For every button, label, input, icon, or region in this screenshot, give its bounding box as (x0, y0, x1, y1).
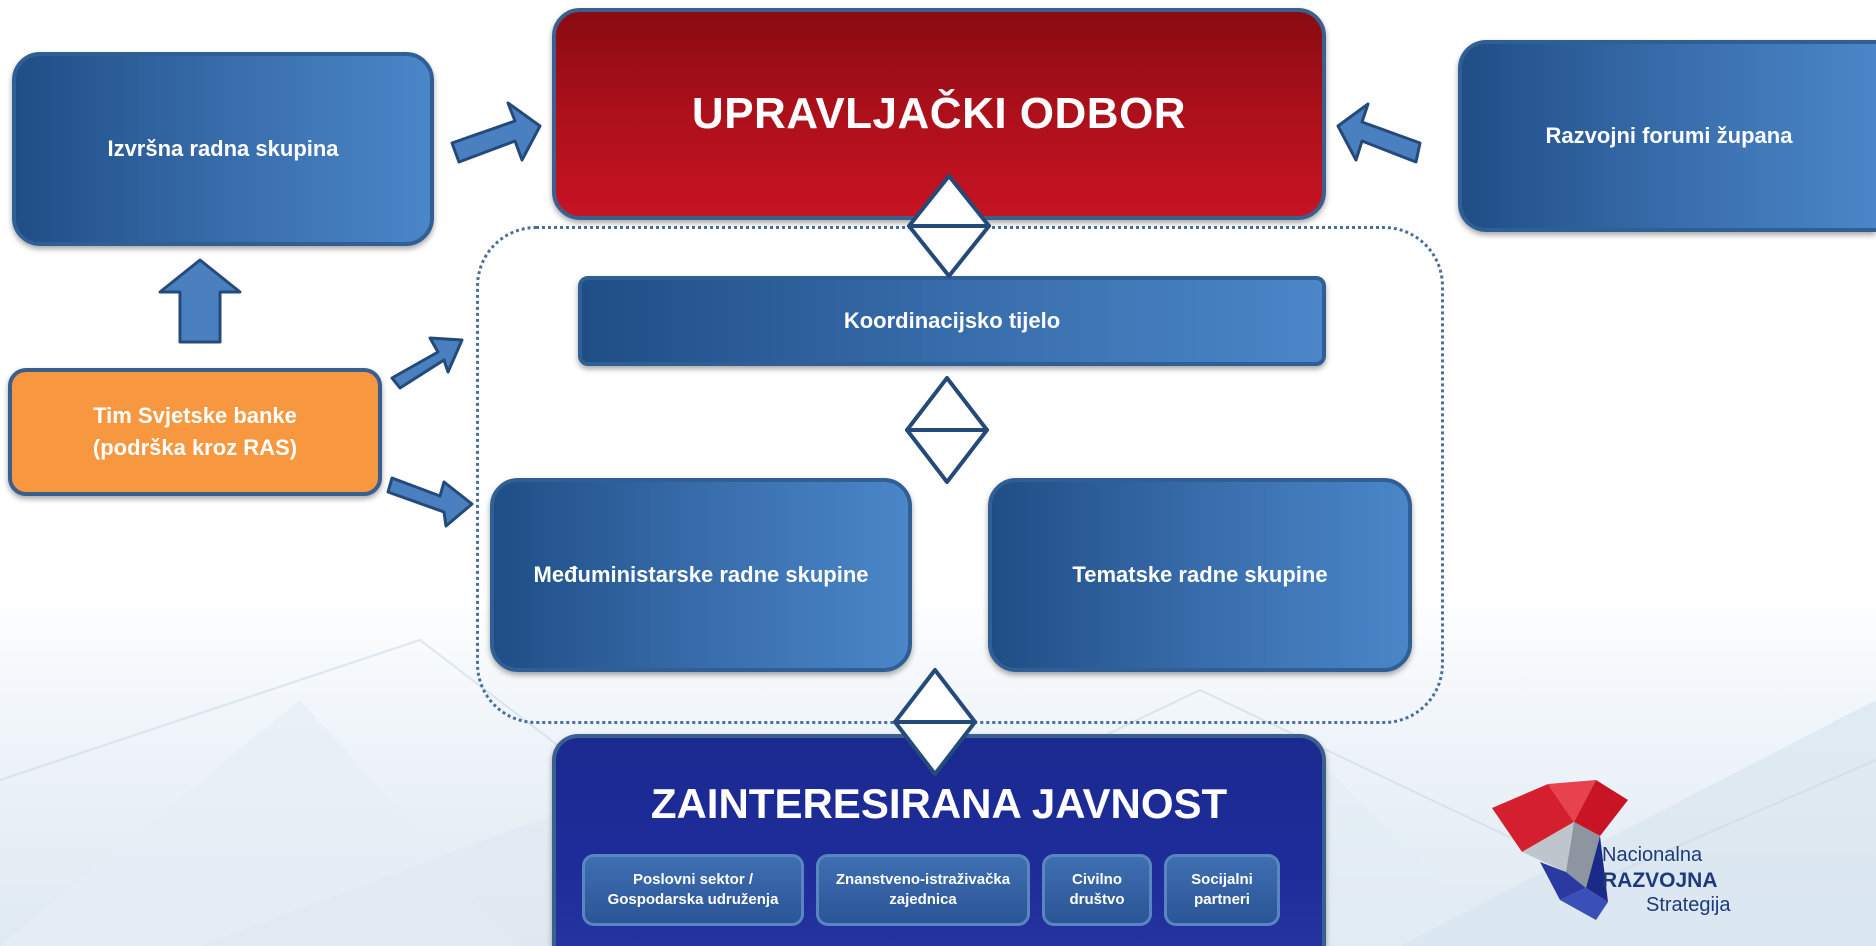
logo-line-3: Strategija (1646, 894, 1731, 916)
zainteresirana-javnost-label: ZAINTERESIRANA JAVNOST (650, 780, 1228, 827)
stakeholder-znanstveno[interactable]: Znanstveno-istraživačka zajednica (816, 854, 1030, 926)
stakeholder-poslovni-label: Poslovni sektor / Gospodarska udruženja (607, 871, 779, 908)
upravljacki-odbor-label: UPRAVLJAČKI ODBOR (691, 89, 1187, 138)
logo-text: Nacionalna RAZVOJNA Strategija (1602, 843, 1731, 918)
logo-line-1: Nacionalna (1602, 844, 1703, 866)
koordinacijsko-tijelo-box[interactable]: Koordinacijsko tijelo (578, 276, 1326, 366)
stakeholder-socijalni[interactable]: Socijalni partneri (1164, 854, 1280, 926)
stakeholder-civilno-label: Civilno društvo (1069, 871, 1125, 908)
meduministarske-label: Međuministarske radne skupine (533, 562, 869, 587)
izvrsna-radna-skupina-label: Izvršna radna skupina (107, 136, 339, 161)
stakeholder-poslovni[interactable]: Poslovni sektor / Gospodarska udruženja (582, 854, 804, 926)
logo-line-2: RAZVOJNA (1602, 869, 1718, 892)
stakeholder-socijalni-label: Socijalni partneri (1191, 871, 1253, 908)
stakeholder-znanstveno-label: Znanstveno-istraživačka zajednica (835, 871, 1011, 908)
meduministarske-box[interactable]: Međuministarske radne skupine (490, 478, 912, 672)
stakeholder-civilno[interactable]: Civilno društvo (1042, 854, 1152, 926)
razvojni-forumi-label: Razvojni forumi županа (1545, 123, 1793, 148)
izvrsna-radna-skupina-box[interactable]: Izvršna radna skupina (12, 52, 434, 246)
tim-svjetske-banke-label: Tim Svjetske banke (podrška kroz RAS) (92, 403, 298, 460)
koordinacijsko-tijelo-label: Koordinacijsko tijelo (843, 308, 1061, 333)
tematske-box[interactable]: Tematske radne skupine (988, 478, 1412, 672)
upravljacki-odbor-box[interactable]: UPRAVLJAČKI ODBOR (552, 8, 1326, 220)
tematske-label: Tematske radne skupine (1072, 562, 1328, 587)
razvojni-forumi-box[interactable]: Razvojni forumi županа (1458, 40, 1876, 232)
tim-svjetske-banke-box[interactable]: Tim Svjetske banke (podrška kroz RAS) (8, 368, 382, 496)
zainteresirana-javnost-box[interactable]: ZAINTERESIRANA JAVNOST Poslovni sektor /… (552, 734, 1326, 946)
